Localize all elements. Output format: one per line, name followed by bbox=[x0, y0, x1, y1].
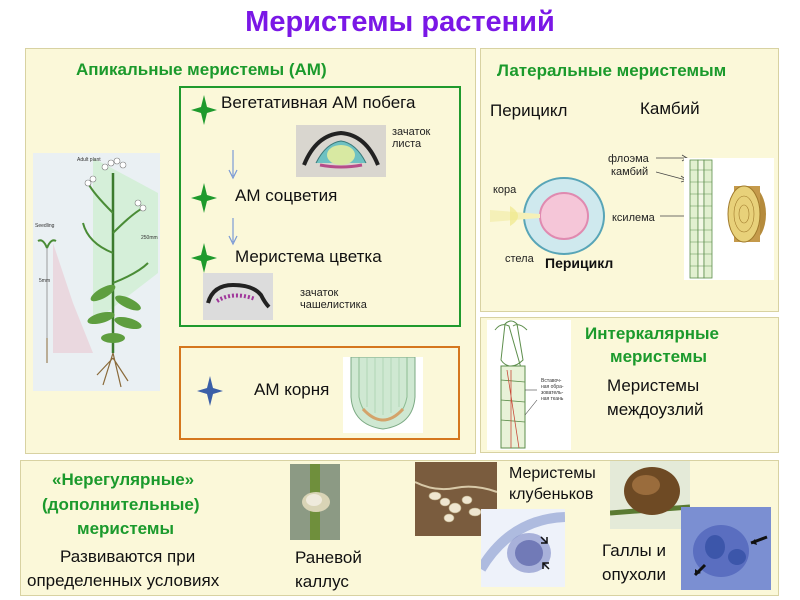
leaf-primordium-note-text: зачаток листа bbox=[392, 126, 431, 150]
stele-label: стела bbox=[505, 253, 534, 265]
irregular-text-line1: Развиваются при bbox=[60, 547, 196, 566]
sepal-primordium-image bbox=[203, 273, 273, 320]
pericycle-label: Перицикл bbox=[490, 101, 568, 120]
sepal-primordium-note: зачаток чашелистика bbox=[300, 287, 367, 311]
root-meristem-box bbox=[179, 346, 460, 440]
phloem-label: флоэма bbox=[608, 153, 649, 165]
wound-callus-line1: Раневой bbox=[295, 548, 362, 567]
wound-callus-image bbox=[290, 464, 340, 540]
nodule-section-image bbox=[481, 509, 565, 587]
green-star-icon bbox=[191, 243, 217, 273]
pericycle-bold-label: Перицикл bbox=[545, 255, 614, 271]
internode-meristem-line2: междоузлий bbox=[607, 400, 704, 419]
down-arrow-icon bbox=[228, 150, 238, 180]
plant-label-adult: Adult plant bbox=[77, 157, 101, 163]
plant-label-size-small: 5mm bbox=[39, 278, 51, 284]
blue-star-icon bbox=[197, 376, 223, 406]
vegetative-shoot-am-label: Вегетативная АМ побега bbox=[221, 93, 416, 112]
intercalary-heading-line2: меристемы bbox=[610, 347, 707, 366]
down-arrow-icon bbox=[228, 218, 238, 246]
intercalary-annotation: Вставоч- ная обра- зователь- ная ткань bbox=[541, 378, 564, 402]
irregular-text-line2: определенных условиях bbox=[27, 571, 220, 590]
root-tip-image bbox=[343, 357, 423, 433]
internode-meristem-line1: Меристемы bbox=[607, 376, 700, 395]
leaf-primordium-image bbox=[296, 125, 386, 177]
root-cross-section-image bbox=[490, 176, 606, 256]
galls-line2: опухоли bbox=[602, 565, 666, 584]
lateral-heading: Латеральные меристемым bbox=[497, 61, 727, 80]
gall-image bbox=[610, 461, 690, 529]
irregular-heading-line1: «Нерегулярные» bbox=[52, 470, 195, 489]
plant-illustration: Adult plant Seedling 250mm 5mm bbox=[33, 153, 160, 391]
apical-heading: Апикальные меристемы (АМ) bbox=[76, 60, 327, 79]
green-star-icon bbox=[191, 183, 217, 213]
green-star-icon bbox=[191, 95, 217, 125]
plant-label-size-big: 250mm bbox=[141, 235, 158, 241]
stem-segment-image bbox=[684, 158, 774, 280]
cortex-label: кора bbox=[493, 184, 517, 196]
cambium-small-label: камбий bbox=[611, 166, 649, 178]
plant-label-seedling: Seedling bbox=[35, 223, 55, 229]
intercalary-stem-image: Вставоч- ная обра- зователь- ная ткань bbox=[487, 320, 571, 450]
xylem-label: ксилема bbox=[612, 212, 655, 224]
inflorescence-am-label: АМ соцветия bbox=[235, 186, 338, 205]
root-am-label: АМ корня bbox=[254, 380, 330, 399]
tumor-section-image bbox=[681, 507, 771, 590]
irregular-heading-line2: (дополнительные) bbox=[42, 495, 200, 514]
irregular-heading-line3: меристемы bbox=[77, 519, 174, 538]
nodules-line2: клубеньков bbox=[509, 486, 594, 503]
galls-line1: Галлы и bbox=[602, 541, 666, 560]
leaf-primordium-note: зачаток листа bbox=[392, 126, 430, 150]
nodules-line1: Меристемы bbox=[509, 465, 596, 482]
page-title: Меристемы растений bbox=[245, 6, 555, 38]
shoot-meristem-box bbox=[179, 86, 461, 327]
wound-callus-line2: каллус bbox=[295, 572, 349, 591]
flower-meristem-label: Меристема цветка bbox=[235, 247, 382, 266]
intercalary-annotation-text: Вставоч- ная обра- зователь- ная ткань bbox=[541, 378, 564, 402]
cambium-label: Камбий bbox=[640, 99, 700, 118]
intercalary-heading-line1: Интеркалярные bbox=[585, 324, 719, 343]
sepal-primordium-note-text: зачаток чашелистика bbox=[300, 287, 367, 311]
